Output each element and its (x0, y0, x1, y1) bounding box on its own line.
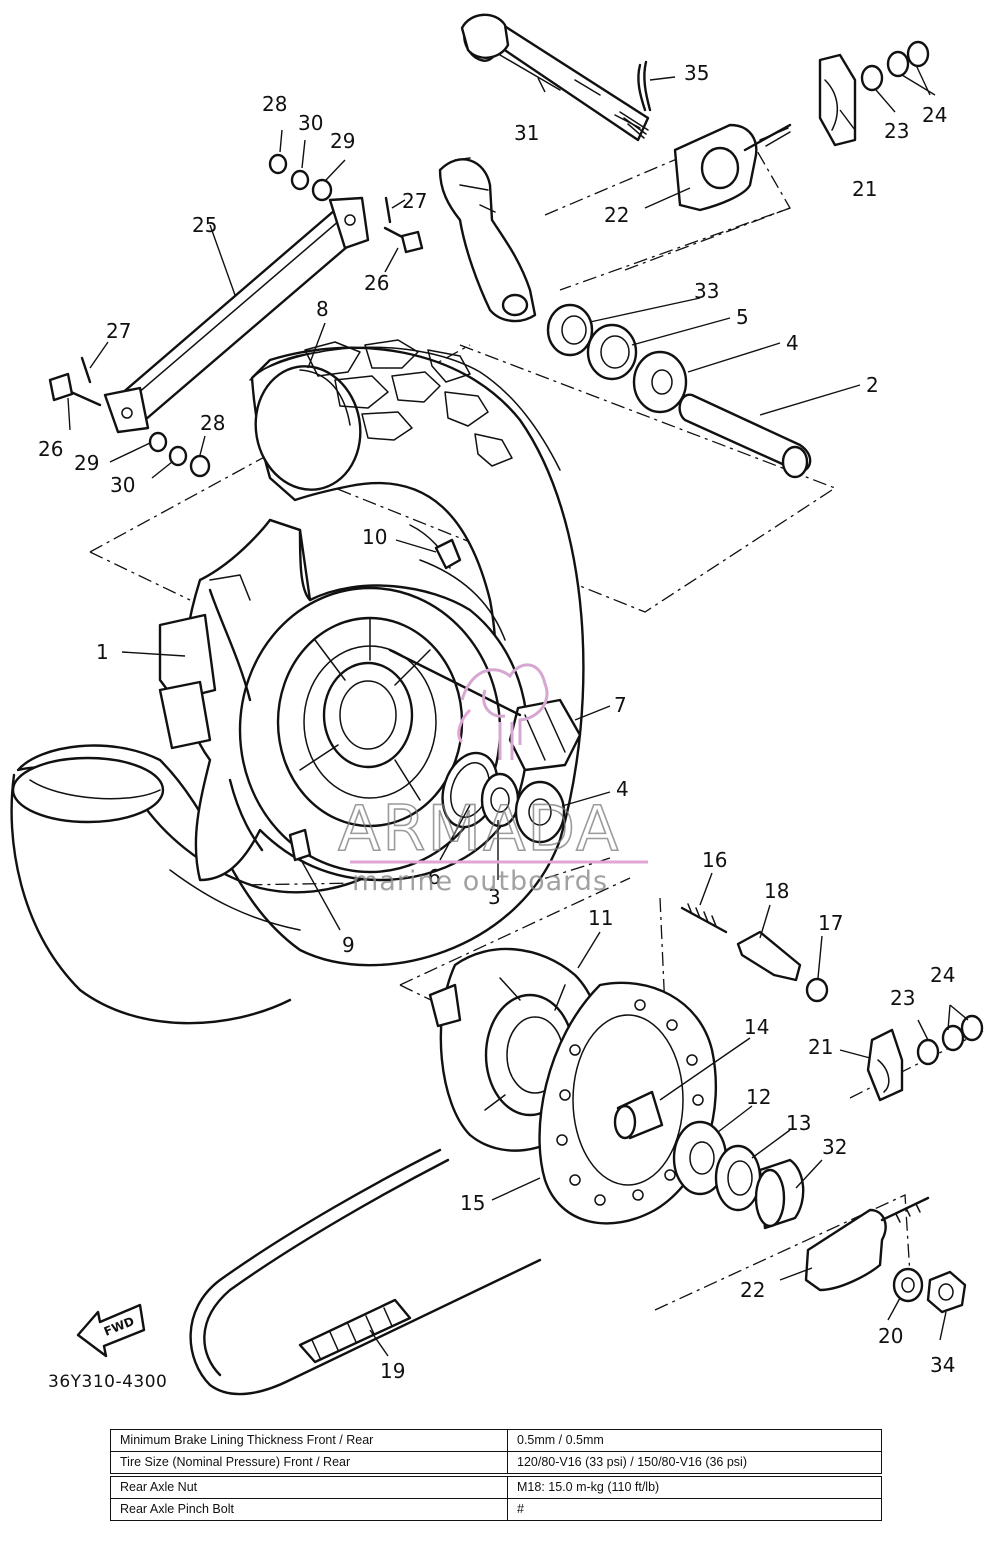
spec-label: Rear Axle Pinch Bolt (110, 1498, 508, 1521)
valve-collar (434, 538, 462, 570)
callout-7: 7 (614, 693, 627, 717)
chain-puller-bottom (804, 1196, 930, 1292)
callout-29: 29 (330, 129, 355, 153)
tire-valve (288, 828, 312, 862)
spec-value: 0.5mm / 0.5mm (507, 1429, 882, 1452)
callout-4: 4 (616, 777, 629, 801)
callout-21: 21 (808, 1035, 833, 1059)
callout-33: 33 (694, 279, 719, 303)
spec-value: # (507, 1498, 882, 1521)
callout-10: 10 (362, 525, 387, 549)
cotter-pin (637, 60, 652, 112)
callout-14: 14 (744, 1015, 769, 1039)
sprocket-nut (805, 977, 829, 1003)
sprocket-bearing-set (672, 1120, 805, 1230)
callout-18: 18 (764, 879, 789, 903)
spec-value: 120/80-V16 (33 psi) / 150/80-V16 (36 psi… (507, 1451, 882, 1476)
callout-24: 24 (930, 963, 955, 987)
spec-value: M18: 15.0 m-kg (110 ft/lb) (507, 1473, 882, 1499)
callout-23: 23 (884, 119, 909, 143)
spec-row: Rear Axle Nut M18: 15.0 m-kg (110 ft/lb) (110, 1473, 882, 1499)
callout-22: 22 (604, 203, 629, 227)
callout-28: 28 (200, 411, 225, 435)
callout-19: 19 (380, 1359, 405, 1383)
callout-9: 9 (342, 933, 355, 957)
watermark-logo (457, 663, 549, 760)
rear-wheel-hub (158, 518, 529, 882)
callout-6: 6 (428, 865, 441, 889)
callout-29: 29 (74, 451, 99, 475)
callout-13: 13 (786, 1111, 811, 1135)
axle-washer (892, 1267, 924, 1303)
callout-16: 16 (702, 848, 727, 872)
chain-puller-top (673, 123, 792, 212)
torque-arm-bolt-left (48, 356, 102, 407)
sprocket-stud (680, 903, 728, 934)
callout-21: 21 (852, 177, 877, 201)
callout-26: 26 (364, 271, 389, 295)
callout-4: 4 (786, 331, 799, 355)
callout-15: 15 (460, 1191, 485, 1215)
callout-30: 30 (298, 111, 323, 135)
spec-label: Rear Axle Nut (110, 1473, 508, 1499)
rear-axle (460, 13, 650, 142)
callout-5: 5 (736, 305, 749, 329)
nut-washer-sets (148, 153, 333, 478)
callout-17: 17 (818, 911, 843, 935)
axle-nut (926, 1270, 967, 1314)
callout-22: 22 (740, 1278, 765, 1302)
callout-34: 34 (930, 1353, 955, 1377)
fwd-arrow: FWD (76, 1303, 146, 1358)
swingarm-bracket (438, 157, 537, 323)
chain-adjuster-top (818, 40, 930, 147)
bearing-set-upper (546, 303, 812, 479)
callout-30: 30 (110, 473, 135, 497)
rear-tire (10, 339, 585, 1025)
callout-2: 2 (866, 373, 879, 397)
chain-adjuster-bottom (866, 1014, 984, 1102)
callout-31: 31 (514, 121, 539, 145)
watermark: ARMADA marine outboards (337, 663, 648, 897)
callout-20: 20 (878, 1324, 903, 1348)
hub-spacer (613, 1090, 664, 1140)
watermark-brand: ARMADA (338, 792, 620, 865)
drive-chain (189, 1148, 542, 1396)
callout-11: 11 (588, 906, 613, 930)
spec-row: Rear Axle Pinch Bolt # (110, 1498, 882, 1521)
callout-25: 25 (192, 213, 217, 237)
callout-12: 12 (746, 1085, 771, 1109)
spec-label: Minimum Brake Lining Thickness Front / R… (110, 1429, 508, 1452)
spec-label: Tire Size (Nominal Pressure) Front / Rea… (110, 1451, 508, 1476)
callout-23: 23 (890, 986, 915, 1010)
callout-27: 27 (106, 319, 131, 343)
callout-27: 27 (402, 189, 427, 213)
bearing-set-lower (441, 751, 566, 844)
callout-26: 26 (38, 437, 63, 461)
leader-lines (67, 64, 969, 1357)
watermark-tagline: marine outboards (352, 866, 608, 897)
callout-3: 3 (488, 885, 501, 909)
callout-1: 1 (96, 640, 109, 664)
callout-8: 8 (316, 297, 329, 321)
spec-row: Minimum Brake Lining Thickness Front / R… (110, 1429, 882, 1452)
locking-plate (736, 930, 802, 982)
callout-numbers: 1 2 3 4 4 5 6 7 8 9 10 11 12 13 14 15 16… (38, 61, 955, 1383)
callout-28: 28 (262, 92, 287, 116)
torque-arm (103, 196, 370, 434)
diagram-part-code: 36Y310-4300 (48, 1372, 168, 1392)
torque-arm-bolt-top (383, 196, 424, 254)
spec-row: Tire Size (Nominal Pressure) Front / Rea… (110, 1451, 882, 1476)
spec-table: Minimum Brake Lining Thickness Front / R… (110, 1429, 882, 1521)
callout-35: 35 (684, 61, 709, 85)
callout-24: 24 (922, 103, 947, 127)
callout-32: 32 (822, 1135, 847, 1159)
